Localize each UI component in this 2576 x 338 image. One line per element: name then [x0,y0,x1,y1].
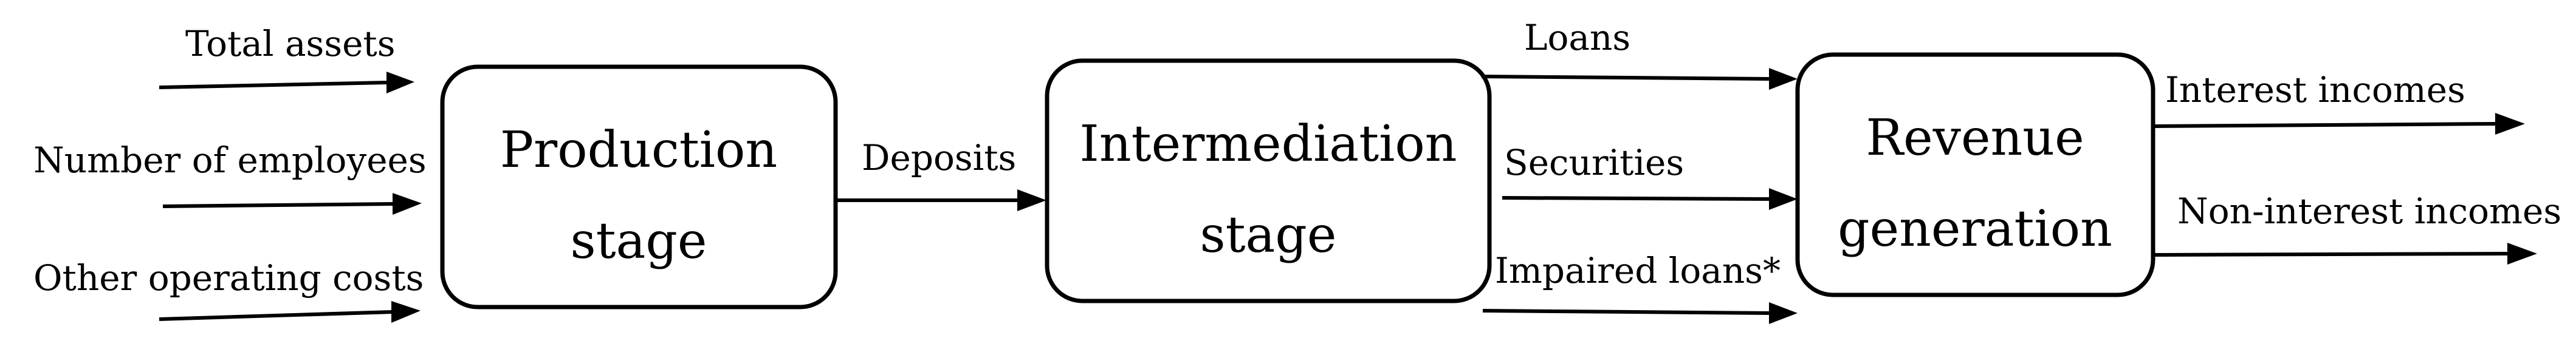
intermediation-stage-title: Intermediation [1079,115,1457,173]
employees-label: Number of employees [33,140,427,181]
total-assets-label: Total assets [185,23,395,64]
revenue-generation-title: Revenue [1866,109,2084,167]
interest-incomes-label: Interest incomes [2165,69,2465,110]
impaired-loans-label: Impaired loans* [1495,250,1781,291]
production-stage-title: Production [500,121,777,179]
revenue-generation-box: Revenue generation [1795,52,2155,297]
loans-label: Loans [1524,17,1630,58]
non-interest-incomes-label: Non-interest incomes [2177,191,2561,232]
non-interest-incomes-arrow [2152,243,2537,265]
operating-costs-label: Other operating costs [33,257,424,299]
employees-arrow [162,193,422,215]
impaired-loans-arrow [1482,302,1798,324]
total-assets-arrow [159,72,414,93]
deposits-arrow [836,189,1046,211]
revenue-generation-subtitle: generation [1838,200,2112,258]
loans-arrow [1481,68,1798,90]
production-stage-subtitle: stage [571,212,707,270]
deposits-label: Deposits [862,137,1016,178]
securities-label: Securities [1504,142,1684,183]
production-stage-box: Production stage [440,64,838,309]
interest-incomes-arrow [2152,113,2525,135]
securities-arrow [1502,188,1798,210]
intermediation-stage-subtitle: stage [1200,206,1337,264]
intermediation-stage-box: Intermediation stage [1045,58,1492,303]
operating-costs-arrow [159,301,421,323]
